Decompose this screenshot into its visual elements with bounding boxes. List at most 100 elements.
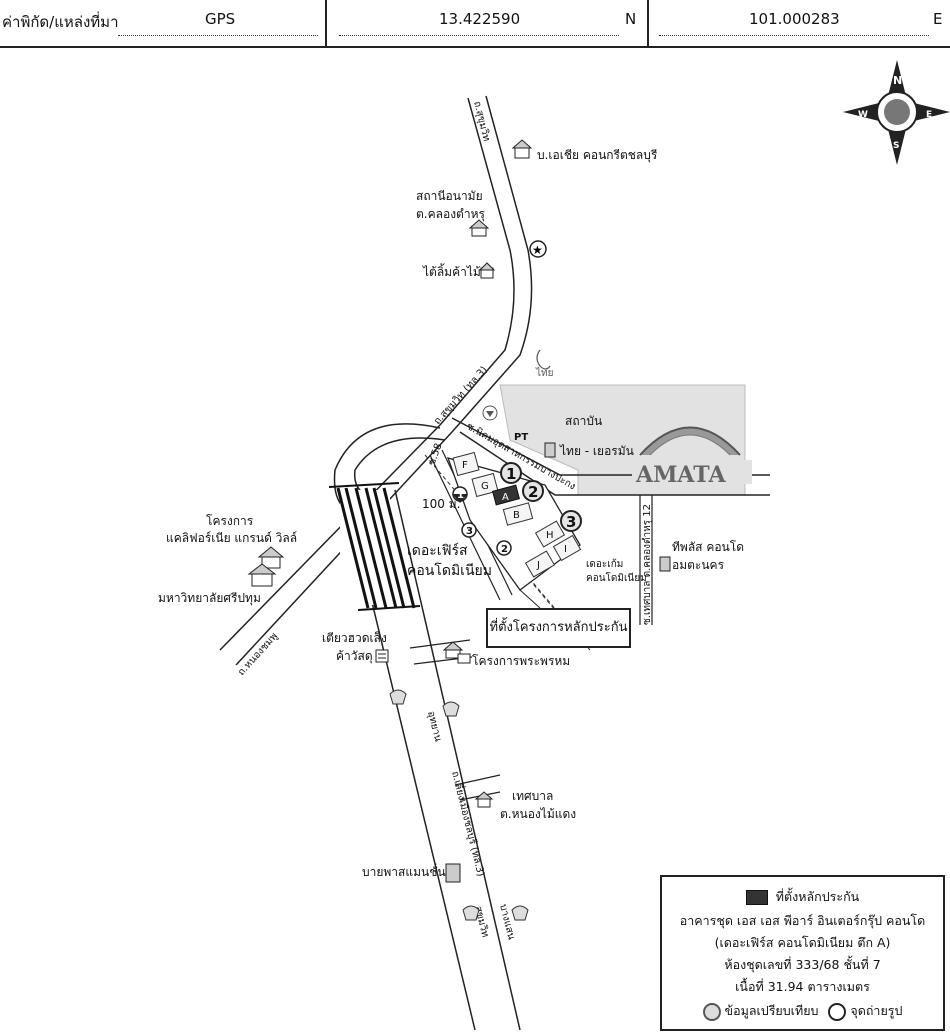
svg-text:3: 3 [466, 526, 473, 537]
building-B: B [502, 502, 534, 526]
road-label-sukhumvit-3: ถ.สุขุมวิท (ทล.3) [432, 364, 490, 427]
road-label-bypass: ถ.เลี่ยงเมืองชลบุรี (ทล.3) [449, 769, 489, 878]
asia-concrete-icon [511, 139, 533, 159]
building-F: F [452, 451, 480, 477]
svg-text:1: 1 [457, 490, 464, 501]
project-name-1: เดอะเฟิร์ส [407, 542, 468, 559]
svg-text:3: 3 [566, 513, 576, 531]
amata-soi-edge-b [459, 431, 770, 496]
divider [647, 0, 649, 46]
latitude-value: 13.422590 [439, 10, 521, 28]
place-california-2: แคลิฟอร์เนีย แกรนด์ วิลล์ [166, 531, 297, 545]
compass-e: E [926, 110, 932, 120]
svg-text:G: G [481, 481, 489, 492]
mansion-building-icon [445, 863, 461, 883]
legend-collateral-row: ที่ตั้งหลักประกัน [662, 887, 943, 907]
svg-text:★: ★ [532, 243, 543, 257]
nong-khu-road-edge-a [219, 424, 441, 651]
compare-circle-icon [702, 1002, 721, 1021]
building-A-collateral: A [491, 484, 521, 506]
building-H: H [534, 520, 566, 548]
coordinate-cell: ค่าพิกัด/แหล่งที่มา GPS [0, 0, 325, 46]
coordinate-header: ค่าพิกัด/แหล่งที่มา GPS 13.422590 N 101.… [0, 0, 950, 48]
project-name-2: คอนโดมิเนียม [407, 562, 492, 579]
building-G: G [471, 472, 499, 498]
road-label-soi-khlong: ซ.เทศบาล ต.คลองตำหรุ 12 [642, 504, 653, 625]
legend-building: อาคารชุด เอส เอส พีอาร์ อินเตอร์กรุ๊ป คอ… [679, 913, 926, 928]
hardware-icon [375, 649, 389, 663]
building-I: I [552, 534, 582, 562]
legend-area-row: เนื้อที่ 31.94 ตารางเมตร [735, 979, 870, 994]
place-municipal-2: ต.หนองไม้แดง [500, 807, 576, 821]
place-institute-2: ไทย - เยอรมัน [559, 444, 634, 458]
place-municipal-1: เทศบาล [512, 789, 553, 803]
bypass-road-edge-b [394, 489, 521, 1031]
svg-text:ไทย: ไทย [535, 367, 553, 379]
collateral-project-callout: ที่ตั้งโครงการหลักประกัน [486, 608, 631, 648]
svg-text:J: J [536, 560, 540, 571]
institute-building-icon [544, 442, 556, 458]
latitude-dir: N [625, 10, 637, 28]
compass-w: W [858, 110, 868, 120]
svg-text:2: 2 [501, 544, 508, 555]
place-dekem-1: เดอะเก้ม [586, 558, 623, 570]
sukhumvit-road-north-edge-a [439, 97, 515, 426]
shell-icon [482, 405, 498, 421]
legend-building-sub: (เดอะเฟิร์ส คอนโดมิเนียม ตึก A) [714, 935, 891, 950]
building-J: J [524, 550, 556, 578]
svg-text:H: H [546, 530, 554, 541]
comparable-1-circle: 1 [500, 462, 522, 484]
place-tplus-1: ทีพลัส คอนโด [672, 540, 744, 554]
comparable-3-circle: 3 [560, 510, 582, 532]
place-health-2: ต.คลองตำหรุ [416, 207, 485, 222]
longitude-dir: E [933, 10, 943, 28]
ptt-icon: PT [514, 432, 528, 443]
photo-point-3: 3 [461, 522, 477, 538]
place-health-1: สถานีอนามัย [416, 189, 483, 203]
svg-text:I: I [564, 544, 567, 555]
place-bypass-mansion: บายพาสแมนชั่น [362, 863, 446, 879]
divider [325, 0, 327, 46]
place-dekem-2: คอนโดมิเนียม [586, 571, 647, 584]
place-tplus-2: อมตะนคร [672, 558, 725, 572]
sukhumvit-road-north-edge-b [451, 95, 533, 433]
legend-unit-row: ห้องชุดเลขที่ 333/68 ชั้นที่ 7 [724, 957, 881, 972]
photo-point-1: 1 [452, 486, 468, 503]
road-label-pedestrian-1: อุทยาน [425, 710, 443, 743]
svg-text:PT: PT [514, 432, 528, 443]
photo-point-2: 2 [496, 540, 512, 556]
place-asia-concrete: บ.เอเชีย คอนกรีตชลบุรี [537, 148, 658, 163]
tplus-building-icon [659, 556, 671, 572]
house-icon [247, 546, 285, 587]
star-icon: ★ [529, 240, 547, 258]
gas-station-icon [389, 689, 529, 921]
coordinate-label: ค่าพิกัด/แหล่งที่มา [2, 13, 119, 31]
place-wood-shop: ไต้ลิ้มค้าไม้ [422, 263, 481, 279]
road-label-nong-khu: ถ.หนองชมพู [236, 631, 280, 678]
comparable-2-circle: 2 [522, 480, 544, 502]
place-institute-1: สถาบัน [565, 414, 602, 428]
road-label-soi-58: ซ.58 [426, 442, 444, 467]
compass-rose: N S W E [843, 60, 950, 165]
temple-icon: ไทย [535, 349, 553, 379]
location-map: F G A B H I J 1 2 3 1 [158, 60, 950, 1031]
latitude-cell: 13.422590 N [327, 0, 647, 46]
svg-text:A: A [502, 492, 509, 503]
place-sripatum: มหาวิทยาลัยศรีปทุม [158, 591, 261, 606]
place-phraprom: โครงการพระพรหม [472, 654, 570, 668]
municipal-icon [474, 791, 494, 808]
svg-text:F: F [462, 460, 468, 471]
place-hardware-1: เตียวฮวดเส็ง [322, 630, 387, 645]
legend-box: ที่ตั้งหลักประกัน อาคารชุด เอส เอส พีอาร… [660, 875, 945, 1031]
compass-s: S [893, 141, 899, 151]
photo-point-icon [828, 1002, 847, 1021]
svg-text:B: B [513, 510, 520, 521]
coordinate-source: GPS [205, 10, 236, 28]
health-station-icon [468, 219, 490, 237]
amata-logo: AMATA [632, 426, 752, 488]
longitude-value: 101.000283 [749, 10, 840, 28]
distance-label: 100 ม. [422, 497, 460, 511]
longitude-cell: 101.000283 E [649, 0, 949, 46]
svg-text:1: 1 [506, 465, 516, 483]
svg-text:AMATA: AMATA [635, 462, 726, 488]
